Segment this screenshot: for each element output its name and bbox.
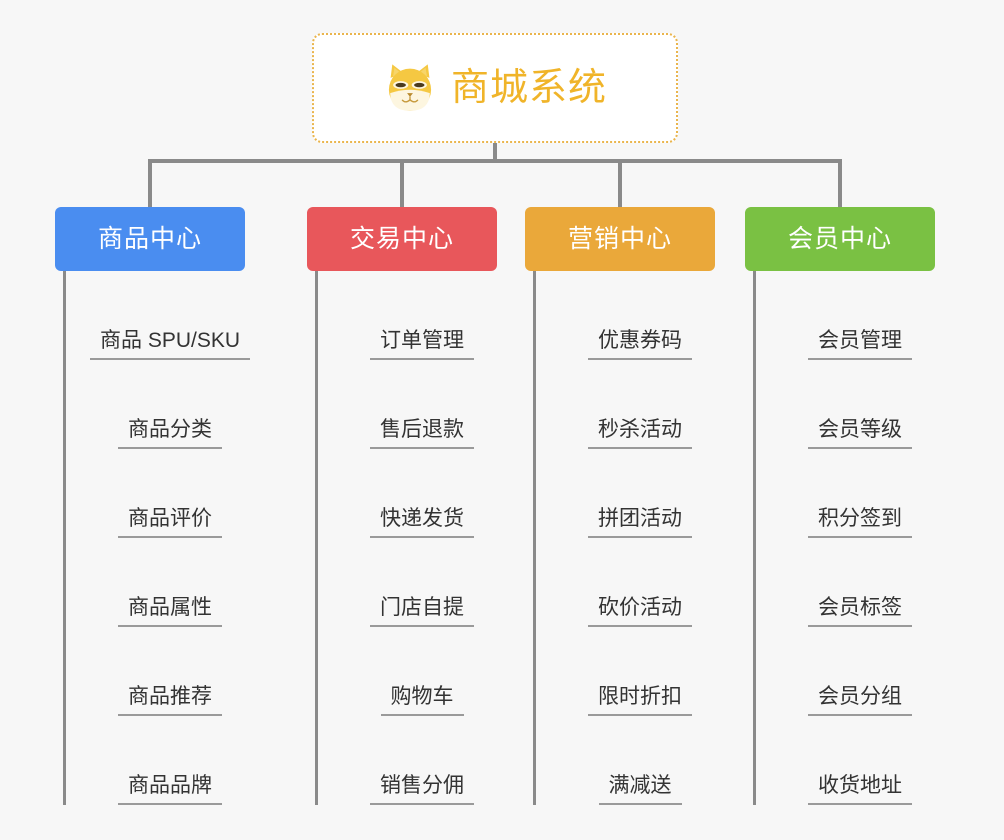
column-spine <box>315 271 318 805</box>
column-spine <box>533 271 536 805</box>
list-item[interactable]: 会员等级 <box>785 360 935 449</box>
list-item[interactable]: 商品品牌 <box>95 716 245 805</box>
category-header-member[interactable]: 会员中心 <box>745 207 935 271</box>
connector-drop-4 <box>838 159 842 207</box>
list-item[interactable]: 拼团活动 <box>565 449 715 538</box>
leaf-label: 满减送 <box>608 773 672 797</box>
leaf-label: 商品属性 <box>128 595 212 619</box>
connector-bus <box>148 159 842 163</box>
shiba-dog-icon <box>388 64 432 111</box>
column-spine <box>753 271 756 805</box>
category-header-label: 商品中心 <box>97 224 202 253</box>
root-node[interactable]: 商城系统 <box>312 33 678 143</box>
leaf-label: 秒杀活动 <box>598 417 682 441</box>
leaf-label: 购物车 <box>390 684 454 708</box>
leaf-label: 优惠券码 <box>598 328 682 352</box>
list-item[interactable]: 快递发货 <box>347 449 497 538</box>
category-column-trade: 交易中心 订单管理 售后退款 快递发货 门店自提 购物车 销售分佣 <box>307 207 497 821</box>
leaf-label: 门店自提 <box>380 595 464 619</box>
list-item[interactable]: 商品属性 <box>95 538 245 627</box>
leaf-label: 会员标签 <box>818 595 902 619</box>
category-header-label: 营销中心 <box>567 224 672 253</box>
connector-drop-2 <box>400 159 404 207</box>
category-header-marketing[interactable]: 营销中心 <box>525 207 715 271</box>
leaf-label: 积分签到 <box>818 506 902 530</box>
leaf-label: 砍价活动 <box>598 595 682 619</box>
leaf-label: 商品推荐 <box>128 684 212 708</box>
list-item[interactable]: 秒杀活动 <box>565 360 715 449</box>
connector-root-stem <box>493 143 497 162</box>
column-spine <box>63 271 66 805</box>
list-item[interactable]: 满减送 <box>565 716 715 805</box>
leaf-list-marketing: 优惠券码 秒杀活动 拼团活动 砍价活动 限时折扣 满减送 <box>525 271 715 805</box>
leaf-label: 拼团活动 <box>598 506 682 530</box>
leaf-label: 商品 SPU/SKU <box>99 328 241 352</box>
leaf-label: 商品分类 <box>128 417 212 441</box>
category-header-product[interactable]: 商品中心 <box>55 207 245 271</box>
leaf-label: 订单管理 <box>380 328 464 352</box>
leaf-label: 限时折扣 <box>598 684 682 708</box>
leaf-label: 商品品牌 <box>128 773 212 797</box>
leaf-label: 收货地址 <box>818 773 902 797</box>
connector-drop-1 <box>148 159 152 207</box>
category-column-member: 会员中心 会员管理 会员等级 积分签到 会员标签 会员分组 收货地址 <box>745 207 935 821</box>
list-item[interactable]: 会员标签 <box>785 538 935 627</box>
list-item[interactable]: 商品 SPU/SKU <box>89 271 251 360</box>
list-item[interactable]: 商品评价 <box>95 449 245 538</box>
list-item[interactable]: 砍价活动 <box>565 538 715 627</box>
category-header-label: 会员中心 <box>787 224 892 253</box>
leaf-label: 会员等级 <box>818 417 902 441</box>
list-item[interactable]: 门店自提 <box>347 538 497 627</box>
leaf-label: 会员管理 <box>818 328 902 352</box>
list-item[interactable]: 商品推荐 <box>95 627 245 716</box>
list-item[interactable]: 会员管理 <box>785 271 935 360</box>
list-item[interactable]: 销售分佣 <box>347 716 497 805</box>
category-header-label: 交易中心 <box>349 224 454 253</box>
leaf-label: 售后退款 <box>380 417 464 441</box>
connector-drop-3 <box>618 159 622 207</box>
category-column-product: 商品中心 商品 SPU/SKU 商品分类 商品评价 商品属性 商品推荐 商品品牌 <box>55 207 251 821</box>
leaf-label: 销售分佣 <box>380 773 464 797</box>
leaf-list-product: 商品 SPU/SKU 商品分类 商品评价 商品属性 商品推荐 商品品牌 <box>55 271 251 805</box>
list-item[interactable]: 优惠券码 <box>565 271 715 360</box>
list-item[interactable]: 限时折扣 <box>565 627 715 716</box>
list-item[interactable]: 积分签到 <box>785 449 935 538</box>
list-item[interactable]: 商品分类 <box>95 360 245 449</box>
leaf-list-trade: 订单管理 售后退款 快递发货 门店自提 购物车 销售分佣 <box>307 271 497 805</box>
leaf-list-member: 会员管理 会员等级 积分签到 会员标签 会员分组 收货地址 <box>745 271 935 805</box>
root-node-label: 商城系统 <box>450 67 607 109</box>
leaf-label: 会员分组 <box>818 684 902 708</box>
leaf-label: 快递发货 <box>380 506 464 530</box>
category-column-marketing: 营销中心 优惠券码 秒杀活动 拼团活动 砍价活动 限时折扣 满减送 <box>525 207 715 821</box>
list-item[interactable]: 售后退款 <box>347 360 497 449</box>
list-item[interactable]: 会员分组 <box>785 627 935 716</box>
leaf-label: 商品评价 <box>128 506 212 530</box>
list-item[interactable]: 购物车 <box>347 627 497 716</box>
category-header-trade[interactable]: 交易中心 <box>307 207 497 271</box>
list-item[interactable]: 订单管理 <box>347 271 497 360</box>
list-item[interactable]: 收货地址 <box>785 716 935 805</box>
